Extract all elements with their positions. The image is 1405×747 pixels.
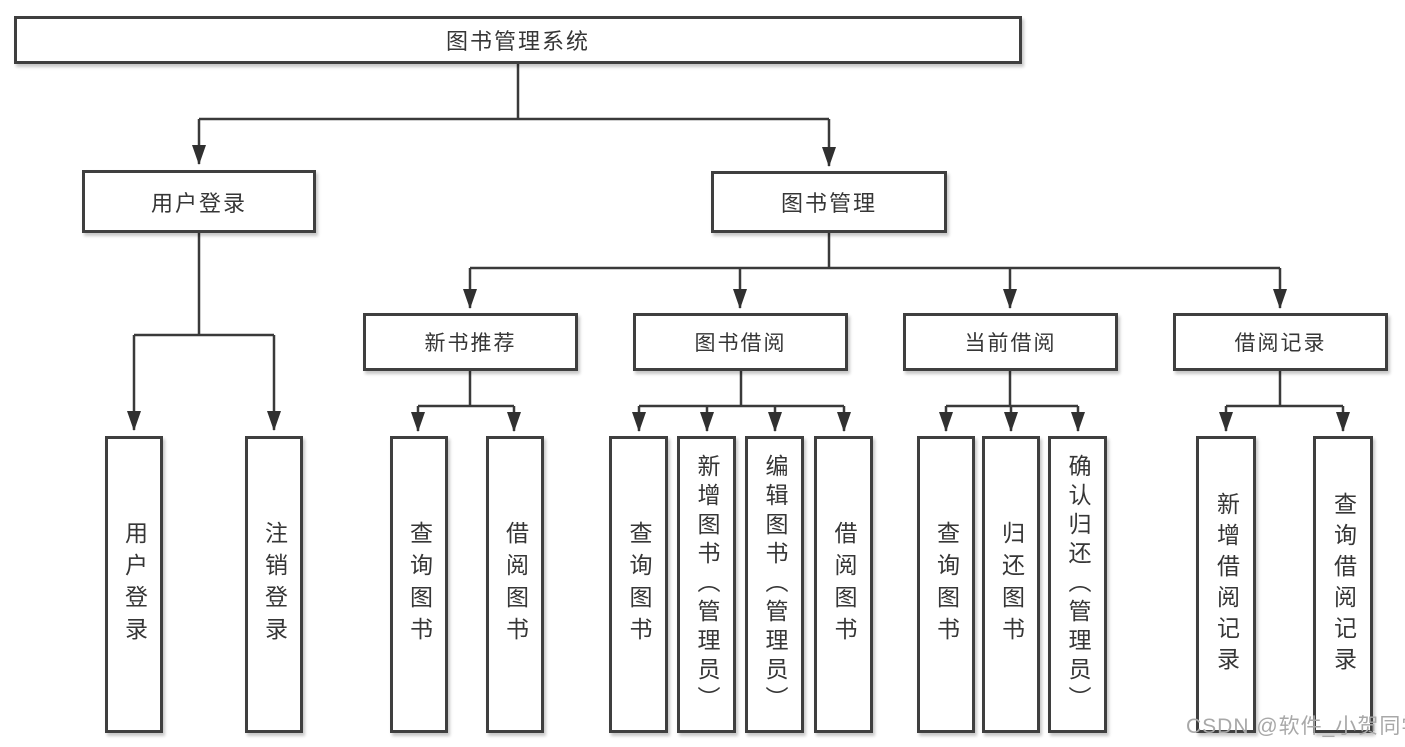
leaf-user-login: 用户登录 bbox=[105, 436, 163, 733]
node-borrowing-records: 借阅记录 bbox=[1173, 313, 1388, 371]
node-new-book-recommendation: 新书推荐 bbox=[363, 313, 578, 371]
leaf-bb-borrow-book: 借阅图书 bbox=[814, 436, 873, 733]
leaf-nbr-borrow-book-label: 借阅图书 bbox=[502, 520, 529, 649]
watermark: CSDN @软件_小贺同学 bbox=[1186, 715, 1405, 738]
node-book-borrowing: 图书借阅 bbox=[633, 313, 848, 371]
leaf-nbr-query-book-label: 查询图书 bbox=[406, 520, 433, 649]
leaf-bb-add-book-admin-label: 新增图书（管理员） bbox=[694, 454, 720, 715]
leaf-nbr-query-book: 查询图书 bbox=[390, 436, 448, 733]
leaf-bb-edit-book-admin: 编辑图书（管理员） bbox=[745, 436, 804, 733]
leaf-br-add-record: 新增借阅记录 bbox=[1196, 436, 1256, 733]
leaf-logout-label: 注销登录 bbox=[261, 520, 288, 649]
node-current-borrowing-label: 当前借阅 bbox=[964, 332, 1057, 355]
node-user-login: 用户登录 bbox=[82, 170, 316, 233]
leaf-nbr-borrow-book: 借阅图书 bbox=[486, 436, 544, 733]
leaf-bb-add-book-admin: 新增图书（管理员） bbox=[677, 436, 736, 733]
node-book-management: 图书管理 bbox=[711, 171, 947, 233]
node-user-login-label: 用户登录 bbox=[150, 190, 247, 216]
node-borrowing-records-label: 借阅记录 bbox=[1234, 332, 1327, 355]
leaf-bb-edit-book-admin-label: 编辑图书（管理员） bbox=[762, 454, 788, 715]
node-book-borrowing-label: 图书借阅 bbox=[694, 332, 787, 355]
leaf-bb-query-book: 查询图书 bbox=[609, 436, 668, 733]
leaf-cb-return-book: 归还图书 bbox=[982, 436, 1040, 733]
leaf-cb-query-book: 查询图书 bbox=[917, 436, 975, 733]
leaf-cb-confirm-return-admin-label: 确认归还（管理员） bbox=[1065, 454, 1091, 715]
leaf-bb-borrow-book-label: 借阅图书 bbox=[831, 520, 857, 649]
node-root: 图书管理系统 bbox=[14, 16, 1022, 64]
node-new-book-recommendation-label: 新书推荐 bbox=[424, 332, 517, 355]
node-root-label: 图书管理系统 bbox=[445, 29, 590, 54]
leaf-bb-query-book-label: 查询图书 bbox=[626, 520, 652, 649]
leaf-br-query-record-label: 查询借阅记录 bbox=[1330, 491, 1357, 678]
leaf-logout: 注销登录 bbox=[245, 436, 303, 733]
leaf-cb-query-book-label: 查询图书 bbox=[933, 520, 960, 649]
leaf-cb-return-book-label: 归还图书 bbox=[998, 520, 1025, 649]
leaf-br-add-record-label: 新增借阅记录 bbox=[1213, 491, 1240, 678]
node-book-management-label: 图书管理 bbox=[780, 191, 877, 216]
leaf-br-query-record: 查询借阅记录 bbox=[1313, 436, 1373, 733]
node-current-borrowing: 当前借阅 bbox=[903, 313, 1118, 371]
leaf-cb-confirm-return-admin: 确认归还（管理员） bbox=[1048, 436, 1107, 733]
leaf-user-login-label: 用户登录 bbox=[121, 520, 148, 649]
